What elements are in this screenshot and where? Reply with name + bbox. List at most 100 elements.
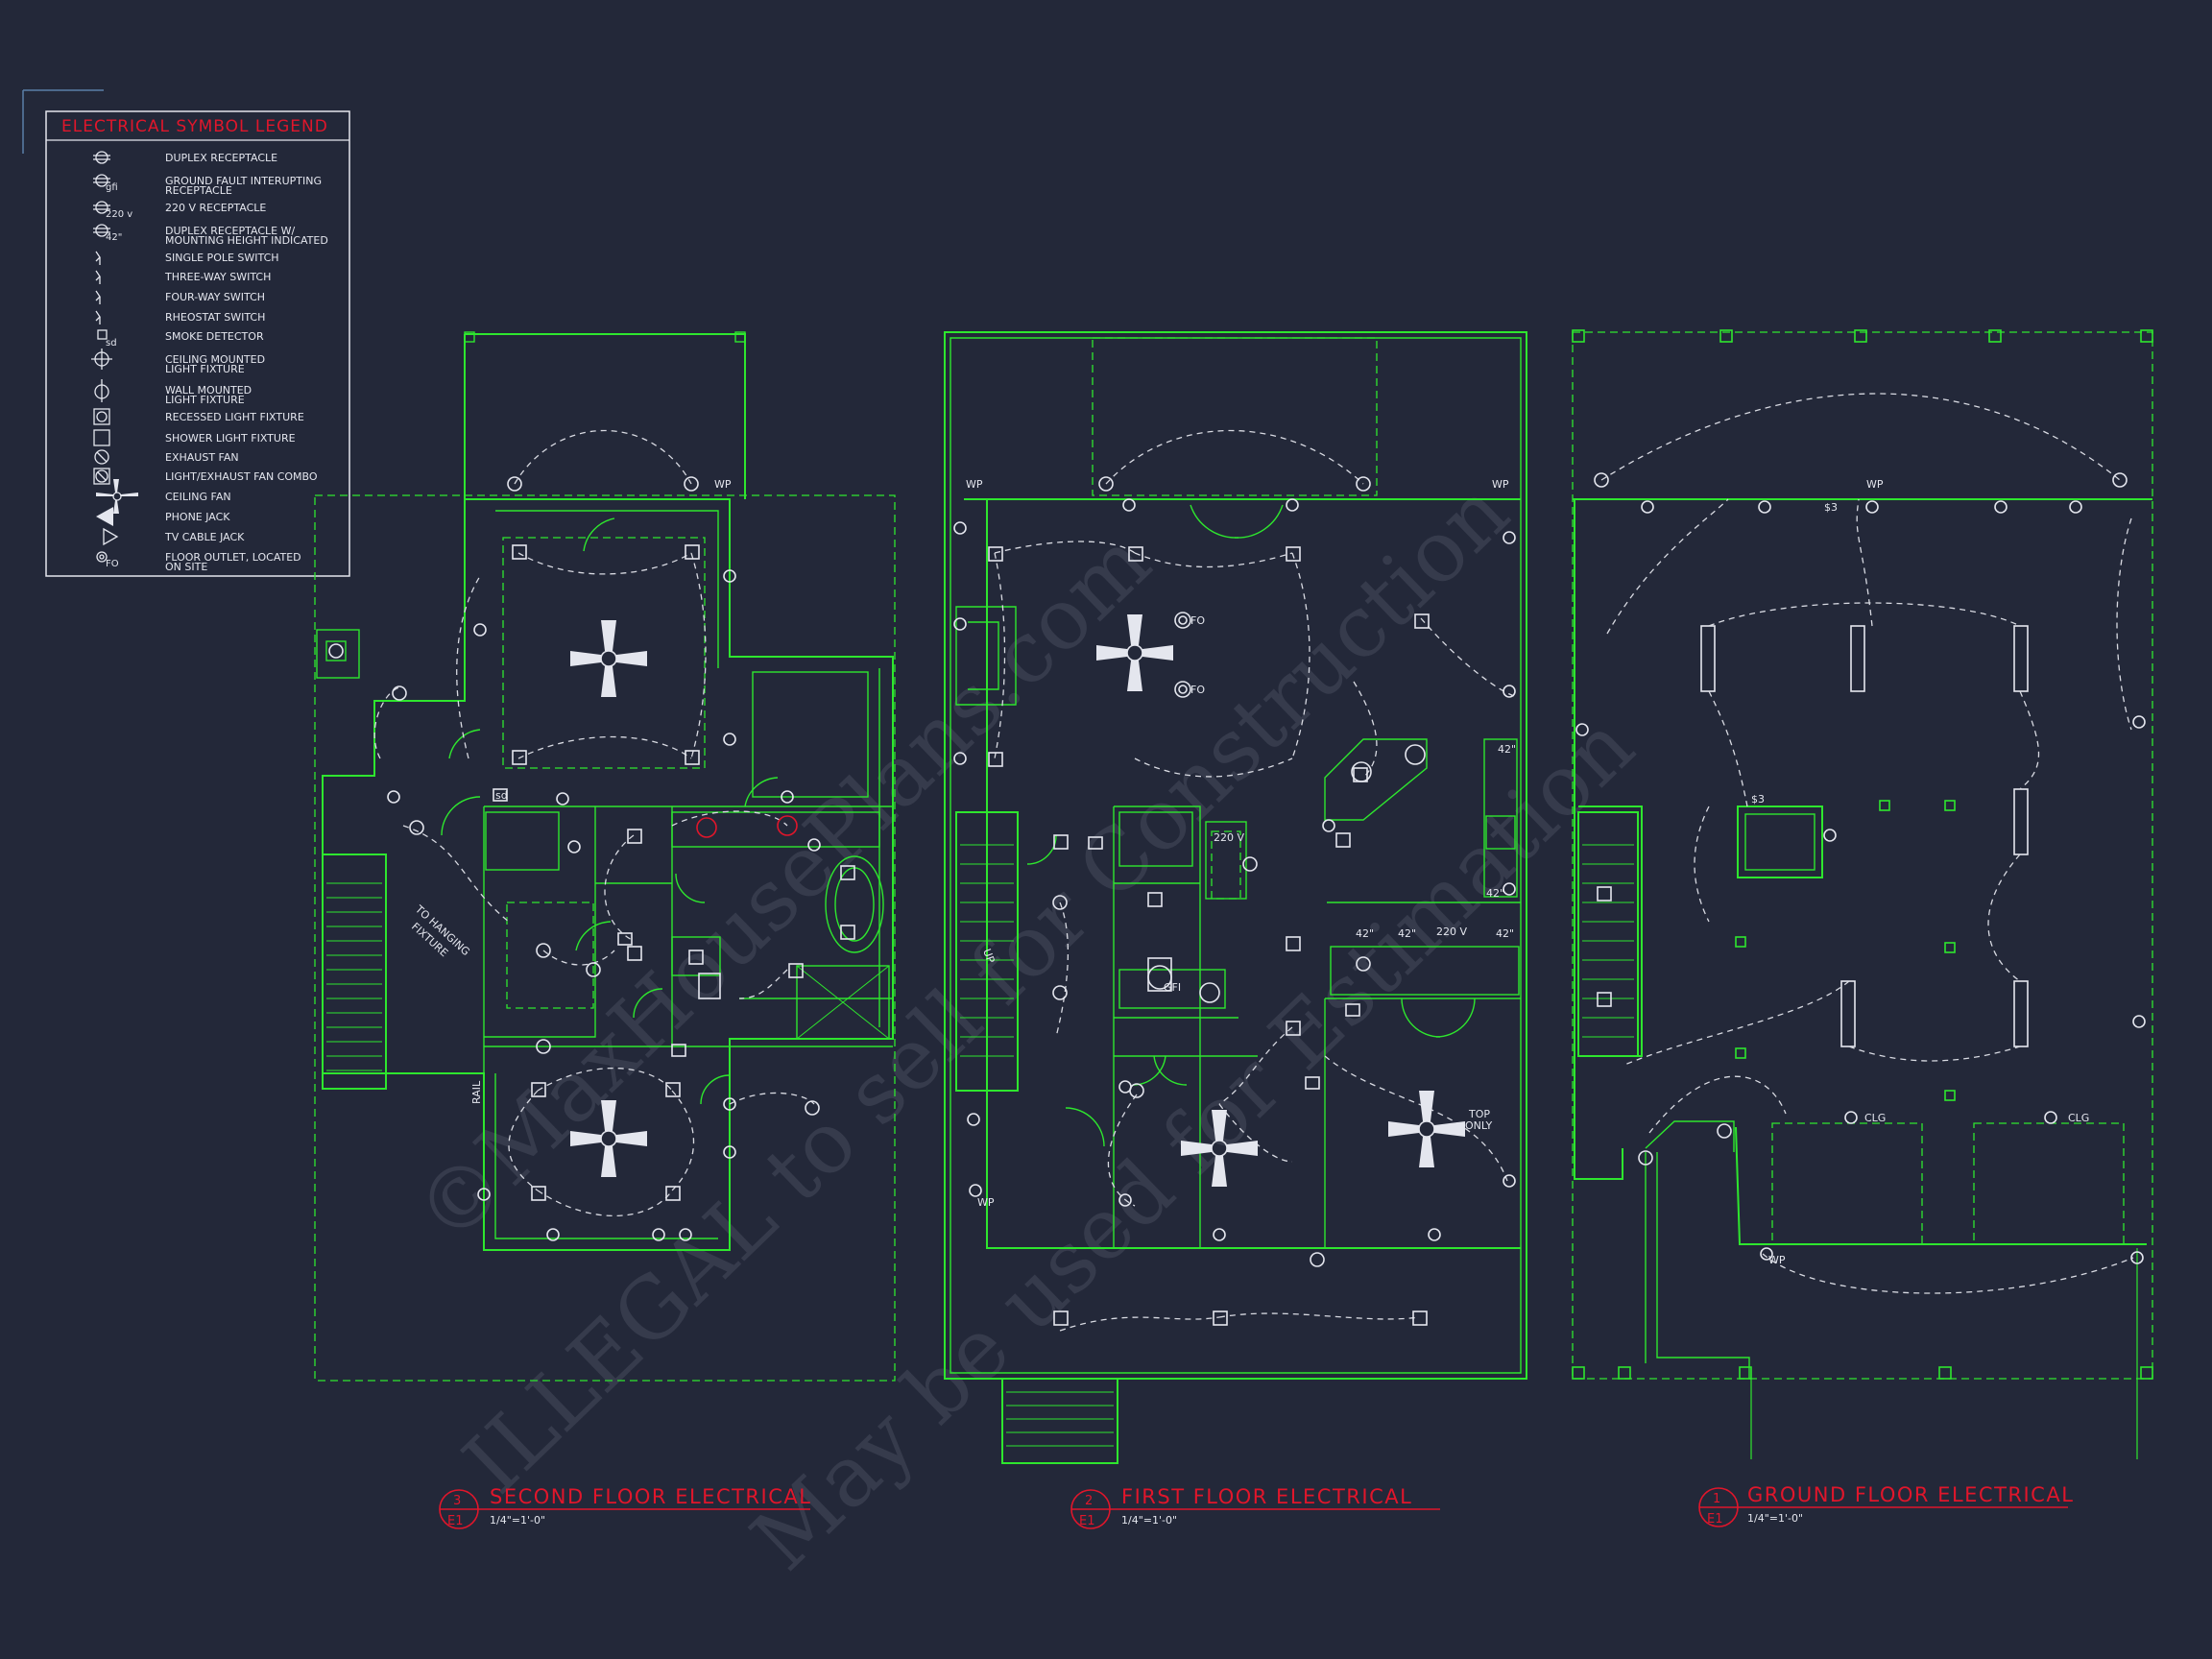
legend-label: LIGHT FIXTURE <box>165 363 245 375</box>
legend-label: 220 V RECEPTACLE <box>165 202 266 214</box>
porch-wall <box>464 333 746 499</box>
plan-scale: 1/4"=1'-0" <box>1121 1514 1177 1527</box>
legend-row: PHONE JACK <box>96 507 230 526</box>
ceiling-fan-icon <box>570 1100 647 1177</box>
duplex-receptacles <box>953 498 1516 1241</box>
legend-row: RHEOSTAT SWITCH <box>95 310 265 325</box>
note-wp-second: WP <box>714 478 732 491</box>
legend-label: FLOOR OUTLET, LOCATED <box>165 551 301 564</box>
note-wp-ground-2: WP <box>1768 1254 1786 1266</box>
note-220v: 220 V <box>1214 831 1244 844</box>
legend-label: SMOKE DETECTOR <box>165 330 264 343</box>
legend-label: DUPLEX RECEPTACLE <box>165 152 277 164</box>
single-pole-switch-icon <box>95 251 101 265</box>
legend-row: THREE-WAY SWITCH <box>95 270 271 284</box>
exhaust-fan-icon <box>94 449 109 465</box>
note-only: ONLY <box>1465 1119 1493 1132</box>
note-42-1: 42" <box>1498 743 1516 756</box>
wall-light-icon <box>94 379 109 402</box>
legend-label: TV CABLE JACK <box>164 531 245 543</box>
legend-symbol-tag: gfi <box>106 182 118 193</box>
ceiling-light-fixtures <box>1052 476 1371 1267</box>
legend-row: TV CABLE JACK <box>103 527 245 546</box>
legend-row: LIGHT/EXHAUST FAN COMBO <box>93 468 318 485</box>
note-wp-3: WP <box>977 1196 995 1209</box>
smoke-detectors <box>493 788 686 1057</box>
recessed-lights <box>988 546 1430 1326</box>
exterior-wall <box>322 498 894 1251</box>
legend: ELECTRICAL SYMBOL LEGEND DUPLEX RECEPTAC… <box>45 110 350 577</box>
plan-second-floor: TO HANGING FIXTURE RAIL WP sd 3 E1 SECON… <box>314 331 896 1529</box>
plan-scale: 1/4"=1'-0" <box>490 1514 545 1527</box>
sheet-number: E1 <box>447 1514 464 1528</box>
legend-label: THREE-WAY SWITCH <box>164 271 271 283</box>
ceiling-fan-icon <box>1096 614 1173 691</box>
vanity-sinks <box>696 815 798 999</box>
recessed-lights <box>512 544 855 1201</box>
ceiling-fan-icon <box>96 479 138 514</box>
detail-number: 2 <box>1085 1494 1093 1508</box>
wall-light-fixtures <box>1700 625 2029 1047</box>
detail-number: 1 <box>1713 1492 1720 1506</box>
plan-title: FIRST FLOOR ELECTRICAL <box>1121 1485 1412 1508</box>
three-way-switch-icon <box>95 270 101 284</box>
legend-label: SINGLE POLE SWITCH <box>165 252 279 264</box>
note-up: UP <box>980 948 997 966</box>
legend-symbol-tag: sd <box>106 338 117 349</box>
ceiling-light-icon <box>91 349 112 370</box>
note-clg-2: CLG <box>2068 1112 2089 1124</box>
note-42-5: 42" <box>1496 927 1514 940</box>
note-top: TOP <box>1468 1108 1490 1120</box>
ceiling-light-fixtures <box>392 476 820 1116</box>
interior-stair-treads <box>960 844 1014 1057</box>
sheet-corner-mark <box>22 89 104 154</box>
plan-scale: 1/4"=1'-0" <box>1747 1512 1803 1525</box>
plan-title-second: 3 E1 SECOND FLOOR ELECTRICAL 1/4"=1'-0" <box>439 1485 811 1529</box>
note-sd-second: sd <box>495 789 508 802</box>
plan-first-floor: FO FO 220 V 220 V TOP ONLY UP 42" 42" 42… <box>944 331 1527 1529</box>
legend-label: LIGHT/EXHAUST FAN COMBO <box>165 470 318 483</box>
ceiling-fan-icon <box>1388 1091 1465 1167</box>
legend-row: sd SMOKE DETECTOR <box>97 329 264 349</box>
plan-title-ground: 1 E1 GROUND FLOOR ELECTRICAL 1/4"=1'-0" <box>1698 1483 2074 1527</box>
note-wp-ground-1: WP <box>1866 478 1884 491</box>
plan-ground-floor: CLG CLG WP WP $3 $3 1 E1 GROUND FLOOR EL… <box>1572 329 2153 1527</box>
ceiling-fan-icon <box>570 620 647 697</box>
gfi-receptacle-icon: gfi <box>93 174 118 193</box>
columns <box>1572 329 2153 1380</box>
legend-row: CEILING FAN <box>96 479 231 514</box>
smoke-detectors <box>1088 836 1360 1090</box>
floor-outlet-icon: FO <box>96 551 119 569</box>
recessed-light-icon <box>93 408 110 425</box>
note-42-2: 42" <box>1486 887 1504 900</box>
note-wp-1: WP <box>966 478 983 491</box>
receptacle-220v-icon: 220 v <box>93 201 132 220</box>
plan-title: SECOND FLOOR ELECTRICAL <box>490 1485 811 1508</box>
legend-label: LIGHT FIXTURE <box>165 394 245 406</box>
legend-label: WALL MOUNTED <box>165 384 252 397</box>
legend-label: EXHAUST FAN <box>165 451 239 464</box>
note-42-4: 42" <box>1398 927 1416 940</box>
legend-row: DUPLEX RECEPTACLE <box>93 151 277 164</box>
note-gfi: GFI <box>1164 981 1181 994</box>
phone-jack-icon <box>96 507 113 526</box>
ground-stair-treads <box>1582 844 1634 1038</box>
duplex-receptacles <box>387 569 821 1241</box>
legend-label: RHEOSTAT SWITCH <box>165 311 265 324</box>
note-s3-1: $3 <box>1824 501 1838 514</box>
note-fo-2: FO <box>1190 684 1205 696</box>
legend-label: RECESSED LIGHT FIXTURE <box>165 411 304 423</box>
tv-cable-jack-icon <box>103 527 119 546</box>
legend-label: MOUNTING HEIGHT INDICATED <box>165 234 328 247</box>
plan-title: GROUND FLOOR ELECTRICAL <box>1747 1483 2074 1506</box>
duplex-receptacles <box>1575 472 2146 1264</box>
smoke-detector-icon: sd <box>97 329 117 349</box>
legend-label: PHONE JACK <box>165 511 230 523</box>
entry-stair-treads <box>1006 1391 1114 1447</box>
legend-row: FOUR-WAY SWITCH <box>95 290 265 304</box>
deck-outline <box>314 494 896 1382</box>
four-way-switch-icon <box>95 290 101 304</box>
